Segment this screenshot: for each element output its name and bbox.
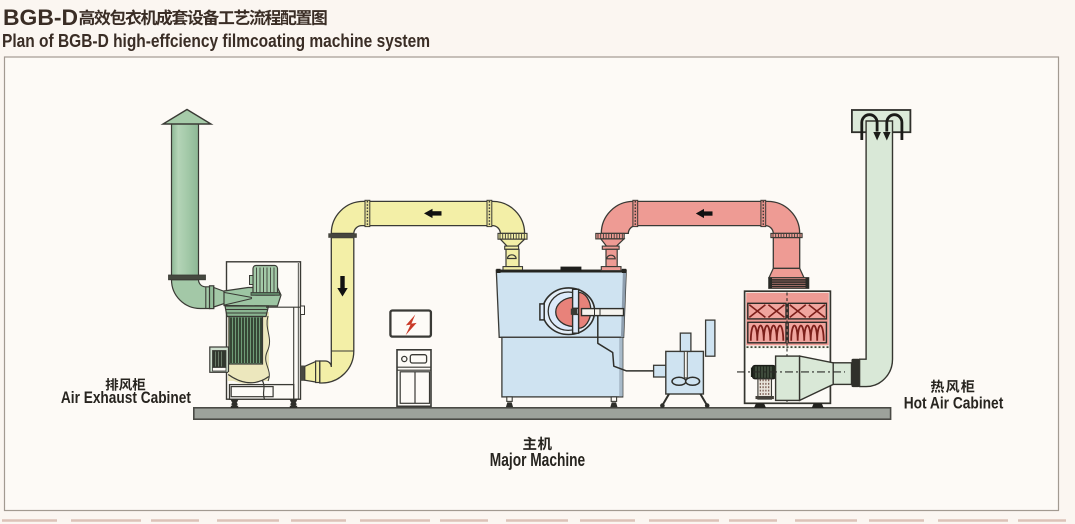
svg-text:Major Machine: Major Machine [490, 450, 585, 470]
svg-text:BGB-D: BGB-D [3, 5, 78, 30]
svg-text:Plan of BGB-D high-effciency f: Plan of BGB-D high-effciency filmcoating… [2, 30, 430, 51]
svg-text:Air Exhaust Cabinet: Air Exhaust Cabinet [61, 388, 191, 407]
svg-text:Hot Air Cabinet: Hot Air Cabinet [904, 395, 1004, 413]
